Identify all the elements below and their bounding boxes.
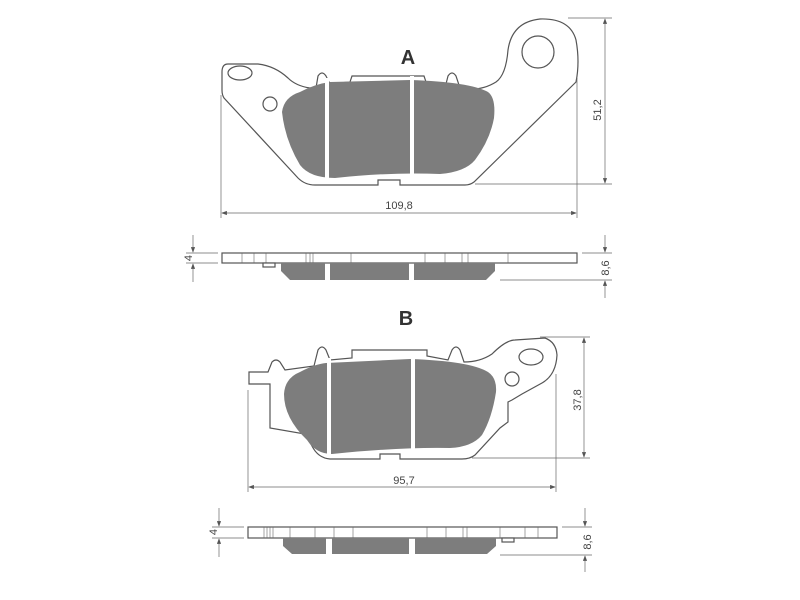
pad-b-front-view: B — [248, 308, 558, 460]
pad-b-total-thickness: 8,6 — [582, 534, 594, 549]
pad-a-mounting-hole — [521, 35, 555, 69]
pad-a-plate-thickness: 4 — [183, 255, 195, 261]
pad-a-slot-hole — [227, 65, 253, 81]
pad-a-width-dim: 109,8 — [385, 200, 413, 212]
pad-a-front-view: A — [221, 18, 579, 186]
pad-a-height-dim: 51,2 — [592, 99, 604, 120]
pad-a-dimensions: 109,8 51,2 — [220, 17, 612, 218]
pad-a-side-view: 4 8,6 — [183, 235, 612, 298]
pad-b-plate-thickness: 4 — [208, 529, 220, 535]
pad-b-slot-hole — [518, 348, 544, 366]
pad-a-label: A — [401, 47, 415, 69]
pad-a-total-thickness: 8,6 — [600, 260, 612, 275]
pad-b-dimensions: 95,7 37,8 — [247, 336, 590, 492]
pad-b-friction-material — [284, 359, 497, 454]
pad-b-label: B — [399, 308, 413, 330]
pad-a-small-hole — [262, 96, 278, 112]
pad-b-small-hole — [504, 371, 520, 387]
pad-b-width-dim: 95,7 — [393, 475, 414, 487]
pad-b-height-dim: 37,8 — [572, 389, 584, 410]
pad-b-side-view: 4 8,6 — [208, 508, 594, 572]
pad-a-friction-material — [282, 80, 495, 178]
